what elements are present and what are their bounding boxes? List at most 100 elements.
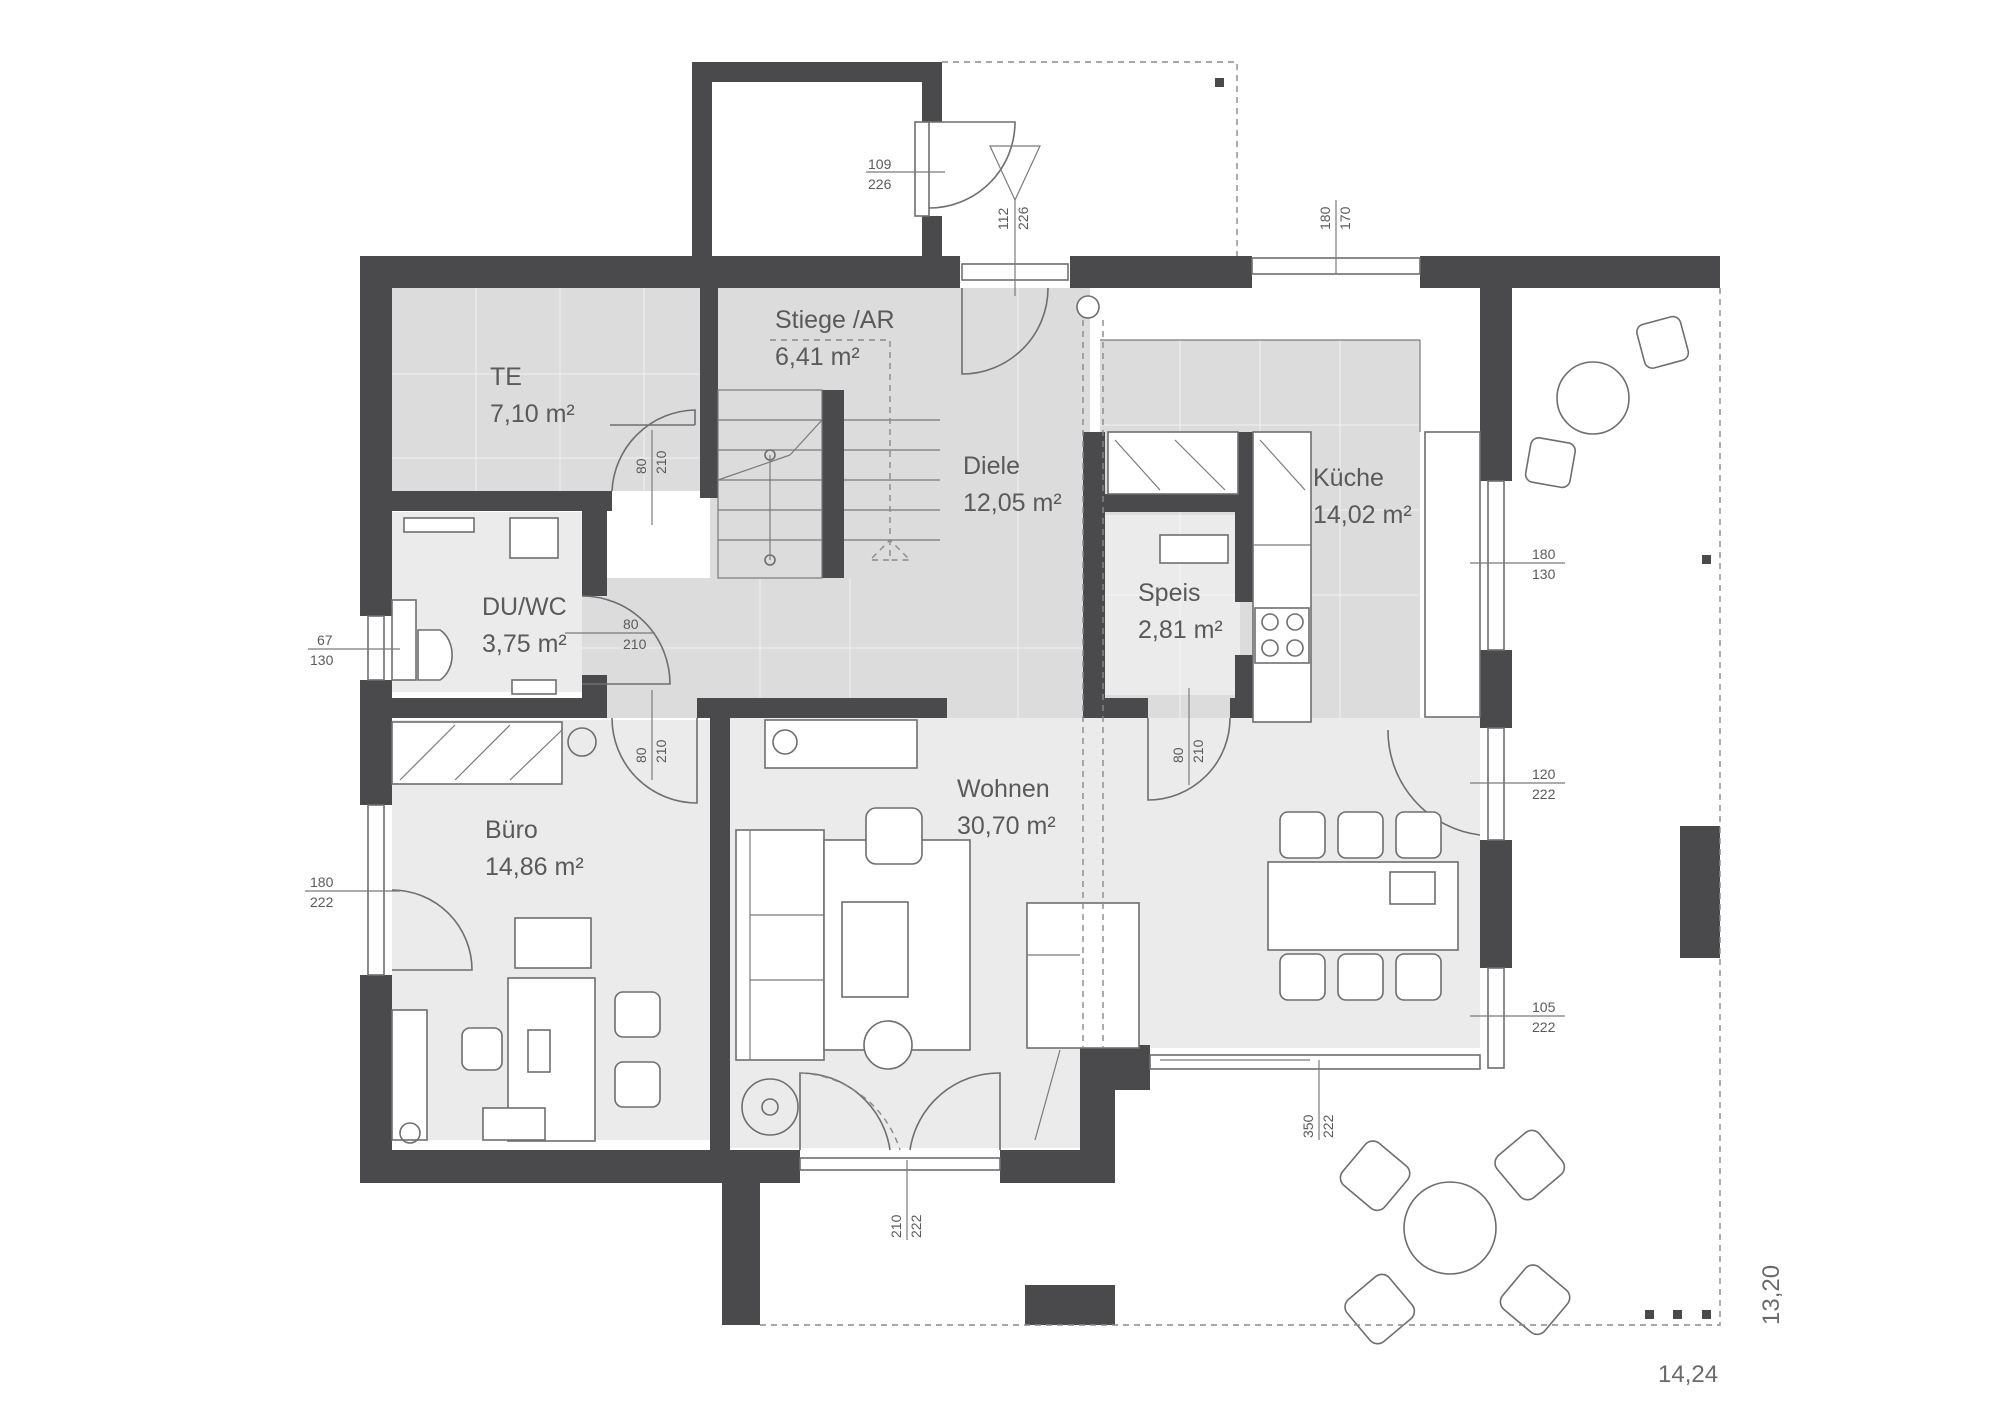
wall-top-mid	[1070, 256, 1252, 288]
dining-chair-4	[1279, 953, 1326, 1001]
window-dining-right	[1487, 727, 1505, 841]
walls	[360, 62, 1720, 1325]
dim-wc-window-w: 67	[317, 632, 333, 648]
overall-width: 14,24	[1658, 1361, 1718, 1388]
terrace-chair-4	[1499, 1264, 1571, 1336]
floor-lamp	[741, 1078, 799, 1136]
dim-entry-door-h: 226	[1015, 206, 1031, 230]
room-area-kueche: 14,02 m²	[1313, 501, 1412, 529]
dim-buero-window-h: 222	[310, 894, 334, 910]
door-buero	[611, 717, 698, 804]
dining-chair-6	[1395, 953, 1442, 1001]
dim-dining-door-h: 222	[1532, 786, 1556, 802]
terrace-table-top	[1556, 361, 1630, 435]
room-area-duwc: 3,75 m²	[482, 630, 567, 658]
room-label-diele: Diele	[963, 452, 1020, 480]
wall-porch-top	[692, 62, 942, 82]
window-buero	[367, 804, 385, 976]
dim-te-door-h: 210	[653, 450, 669, 474]
plant-buero	[567, 727, 597, 757]
room-label-te: TE	[490, 363, 522, 391]
opening-dimensions: 109 226 112 226 180 170 80 210 80 210 67…	[305, 156, 1565, 1240]
buero-drawer	[482, 1107, 546, 1141]
room-label-speis: Speis	[1138, 579, 1201, 607]
door-entry	[961, 287, 1049, 375]
buero-chair-1	[461, 1027, 503, 1071]
wall-te-duwc-pier	[582, 491, 607, 596]
wall-porch-right-low	[922, 216, 942, 256]
wall-right-3	[1480, 840, 1512, 968]
dining-chair-2	[1337, 811, 1384, 859]
staircase	[717, 339, 940, 579]
dim-buero-door-h: 210	[653, 739, 669, 763]
doors	[391, 121, 1481, 1151]
window-terrace-door	[799, 1157, 1001, 1171]
wall-speis-top	[1100, 494, 1240, 512]
dim-te-door-w: 80	[633, 458, 649, 474]
wall-ext-pier	[1680, 826, 1720, 958]
armchair	[865, 807, 923, 865]
door-porch	[928, 121, 1016, 209]
wall-right-1	[1480, 256, 1512, 481]
dim-slider-h: 222	[1320, 1114, 1336, 1138]
dim-wc-window-h: 130	[310, 652, 334, 668]
dim-duwc-door-h: 210	[623, 636, 647, 652]
room-label-duwc: DU/WC	[482, 593, 567, 621]
wall-buero-living	[710, 718, 730, 1150]
shower-tray	[403, 517, 475, 533]
wall-duwc-pier	[582, 675, 607, 718]
wall-left-3	[360, 975, 392, 1183]
stair-outline	[717, 389, 823, 579]
buero-laptop	[527, 1029, 551, 1073]
buero-chair-3	[614, 1061, 661, 1108]
window-porch	[914, 121, 930, 217]
terrace-chair-top-2	[1524, 436, 1577, 489]
wall-speis-bottom	[1083, 698, 1148, 718]
terrace-chair-1	[1339, 1140, 1411, 1212]
wall-speis-left	[1083, 432, 1105, 718]
dim-speis-door-h: 210	[1190, 739, 1206, 763]
dim-living-window-w: 105	[1532, 999, 1556, 1015]
outline-lines	[760, 61, 1721, 1326]
dim-terrace-door-w: 210	[888, 1214, 904, 1238]
dim-dining-door-w: 120	[1532, 766, 1556, 782]
plant-buero-2	[399, 1122, 421, 1144]
wall-stair-left	[700, 288, 718, 498]
dim-porch-door-w: 109	[868, 156, 892, 172]
door-terrace-dash	[799, 1072, 901, 1151]
floor-living-lower	[730, 1048, 1110, 1148]
toilet	[417, 629, 453, 681]
wall-utility-pier	[1235, 655, 1253, 718]
door-terrace-right	[909, 1072, 1001, 1151]
windows	[367, 121, 1505, 1171]
room-area-diele: 12,05 m²	[963, 489, 1062, 517]
terrace-chair-top-1	[1636, 315, 1690, 369]
wall-bottom-stub	[722, 1150, 760, 1325]
buero-chair-2	[614, 991, 661, 1038]
wall-terrace-block	[1025, 1285, 1115, 1325]
room-label-kueche: Küche	[1313, 464, 1384, 492]
door-te	[610, 409, 696, 492]
wall-left-1	[360, 256, 392, 616]
sofa	[735, 829, 825, 1061]
room-label-stiege: Stiege /AR	[775, 306, 895, 334]
terrace-chair-2	[1494, 1129, 1566, 1201]
kitchen-counter	[1252, 431, 1312, 723]
dim-terrace-door-h: 222	[908, 1214, 924, 1238]
wall-te-bottom	[392, 491, 612, 511]
wall-porch-left	[692, 62, 712, 288]
dim-slider-w: 350	[1300, 1114, 1316, 1138]
room-area-wohnen: 30,70 m²	[957, 812, 1056, 840]
door-speis	[1147, 717, 1231, 801]
room-label-wohnen: Wohnen	[957, 775, 1050, 803]
dim-buero-window-w: 180	[310, 874, 334, 890]
dim-buero-door-w: 80	[633, 747, 649, 763]
dining-chair-3	[1395, 811, 1442, 859]
porch-roof-outline	[942, 61, 1238, 256]
door-dining	[1387, 729, 1481, 836]
room-labels: TE 7,10 m² Stiege /AR 6,41 m² Diele 12,0…	[482, 306, 1412, 881]
terrace-chair-3	[1344, 1273, 1416, 1345]
dining-chair-5	[1337, 953, 1384, 1001]
dim-kitchen-rwindow-w: 180	[1532, 546, 1556, 562]
